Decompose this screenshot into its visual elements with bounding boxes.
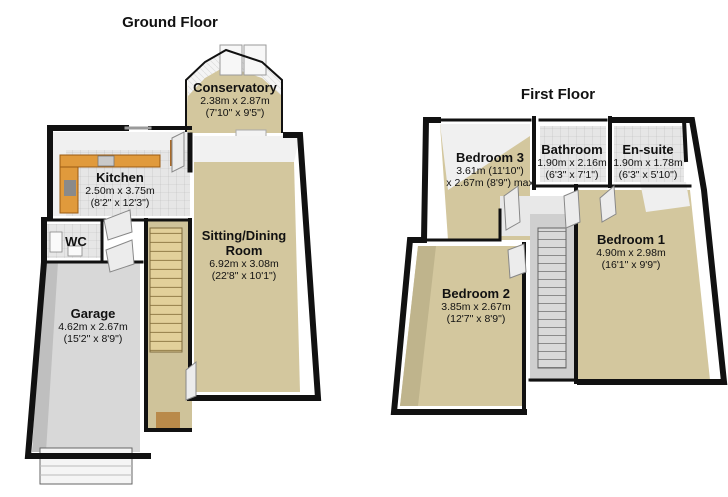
ground-floor-title: Ground Floor <box>122 14 218 31</box>
sitting-dining-imperial: (22'8" x 10'1") <box>211 270 277 282</box>
kitchen-imperial: (8'2" x 12'3") <box>90 197 150 209</box>
bedroom2-imperial: (12'7" x 8'9") <box>446 313 506 325</box>
first-floor-title: First Floor <box>520 86 596 103</box>
ensuite-label: En-suite 1.90m x 1.78m (6'3" x 5'10") <box>612 142 684 181</box>
ground-hall-stairs <box>146 220 192 430</box>
bathroom-metric: 1.90m x 2.16m <box>537 157 607 169</box>
ensuite-name: En-suite <box>622 142 674 157</box>
kitchen-metric: 2.50m x 3.75m <box>85 185 155 197</box>
bedroom3-imperial: x 2.67m (8'9") max <box>446 177 534 189</box>
bedroom3-metric: 3.61m (11'10") <box>456 165 524 177</box>
ground-floor-walls <box>24 125 322 459</box>
first-floor-doors <box>503 184 617 279</box>
sitting-dining-metric: 6.92m x 3.08m <box>209 258 279 270</box>
bedroom1-imperial: (16'1" x 9'9") <box>601 259 661 271</box>
kitchen-name: Kitchen <box>96 170 144 185</box>
bathroom-imperial: (6'3" x 7'1") <box>545 169 599 181</box>
bedroom2-label: Bedroom 2 3.85m x 2.67m (12'7" x 8'9") <box>428 286 524 325</box>
conservatory-imperial: (7'10" x 9'5") <box>205 107 265 119</box>
garage-label: Garage 4.62m x 2.67m (15'2" x 8'9") <box>52 306 134 345</box>
bedroom1-label: Bedroom 1 4.90m x 2.98m (16'1" x 9'9") <box>582 232 680 271</box>
garage-imperial: (15'2" x 8'9") <box>63 333 123 345</box>
bedroom2-metric: 3.85m x 2.67m <box>441 301 511 313</box>
kitchen-label: Kitchen 2.50m x 3.75m (8'2" x 12'3") <box>80 170 160 209</box>
garage-name: Garage <box>70 306 116 321</box>
conservatory-name: Conservatory <box>193 80 277 95</box>
first-floor-plan <box>390 116 728 415</box>
bedroom2-name: Bedroom 2 <box>442 286 510 301</box>
sitting-dining-name: Sitting/Dining Room <box>201 228 287 258</box>
sitting-dining-label: Sitting/Dining Room 6.92m x 3.08m (22'8"… <box>194 228 294 282</box>
wc-name: WC <box>65 234 87 249</box>
bedroom3-label: Bedroom 3 3.61m (11'10") x 2.67m (8'9") … <box>440 150 540 189</box>
bathroom-name: Bathroom <box>541 142 603 157</box>
bedroom1-metric: 4.90m x 2.98m <box>596 247 666 259</box>
bathroom-label: Bathroom 1.90m x 2.16m (6'3" x 7'1") <box>536 142 608 181</box>
ground-doors <box>103 131 197 401</box>
ensuite-imperial: (6'3" x 5'10") <box>618 169 678 181</box>
sitting-dining-room <box>194 136 300 392</box>
garage-metric: 4.62m x 2.67m <box>58 321 128 333</box>
ground-floor-plan <box>24 44 322 485</box>
conservatory-metric: 2.38m x 2.87m <box>200 95 270 107</box>
bedroom3-name: Bedroom 3 <box>456 150 524 165</box>
ensuite-metric: 1.90m x 1.78m <box>613 157 683 169</box>
bedroom1-name: Bedroom 1 <box>597 232 665 247</box>
conservatory-label: Conservatory 2.38m x 2.87m (7'10" x 9'5"… <box>180 80 290 119</box>
wc-room <box>44 224 102 258</box>
garage-room <box>32 262 140 485</box>
